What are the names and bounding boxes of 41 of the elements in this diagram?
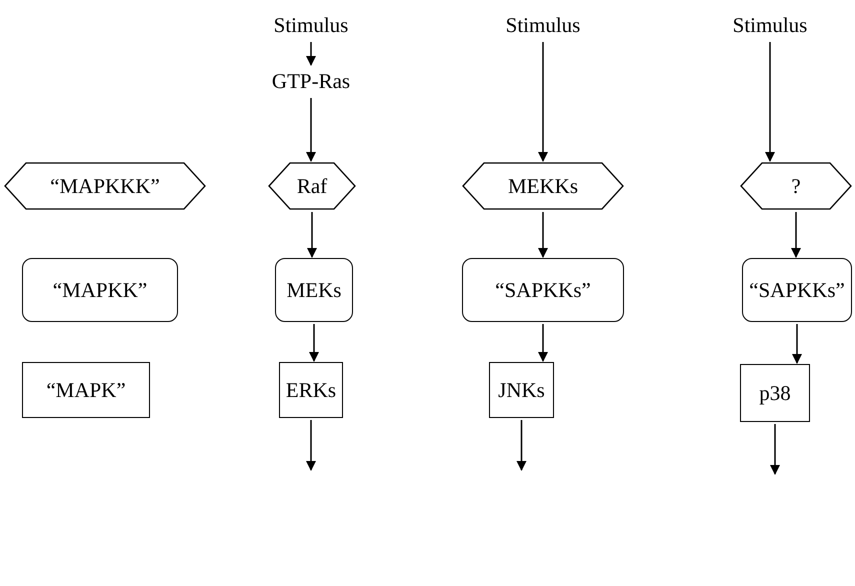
node-label: MEKs: [286, 278, 342, 302]
node-label: Stimulus: [498, 10, 588, 40]
node-label: “MAPK”: [46, 378, 126, 402]
node-label: “SAPKKs”: [495, 278, 591, 302]
rounded-box: [742, 258, 852, 322]
arrow: [538, 324, 548, 362]
node-label: ERKs: [286, 378, 336, 402]
arrow: [306, 42, 316, 66]
square-box: [279, 362, 343, 418]
square-box: [489, 362, 554, 418]
node-label: “MAPKK”: [52, 278, 148, 302]
arrow: [306, 98, 316, 162]
node-label: “SAPKKs”: [749, 278, 845, 302]
rounded-box: [462, 258, 624, 322]
node-label: Stimulus: [266, 10, 356, 40]
hexagon-node: [4, 162, 206, 210]
rounded-box: [22, 258, 178, 322]
node-label: ?: [791, 174, 801, 198]
node-label: MEKKs: [508, 174, 578, 198]
arrow: [309, 324, 319, 362]
node-label: p38: [759, 380, 791, 406]
node-label: Stimulus: [725, 10, 815, 40]
arrow: [538, 42, 548, 162]
square-box: [740, 364, 810, 422]
node-label: Raf: [296, 174, 328, 198]
arrow: [770, 424, 780, 475]
arrow: [306, 420, 316, 471]
arrow: [765, 42, 775, 162]
rounded-box: [275, 258, 353, 322]
node-label: JNKs: [498, 378, 545, 402]
arrow: [516, 420, 526, 471]
node-label: GTP-Ras: [266, 66, 356, 96]
hexagon-node: [462, 162, 624, 210]
arrow: [307, 212, 317, 258]
node-label: “MAPKKK”: [50, 174, 160, 198]
arrow: [538, 212, 548, 258]
arrow: [791, 212, 801, 258]
arrow: [792, 324, 802, 364]
hexagon-node: [740, 162, 852, 210]
square-box: [22, 362, 150, 418]
hexagon-node: [268, 162, 356, 210]
